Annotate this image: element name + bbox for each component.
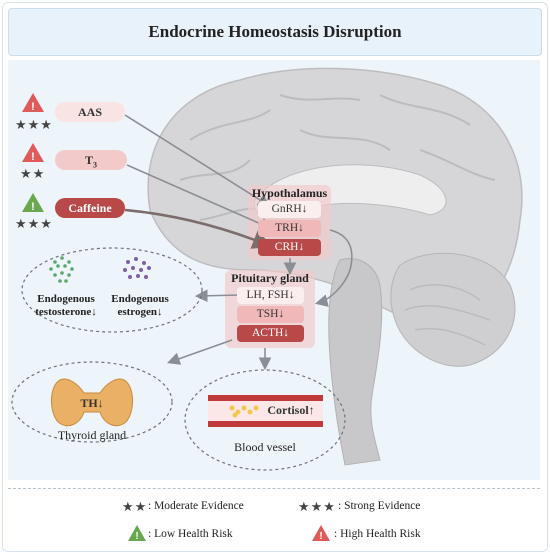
legend-low-risk-icon: ! xyxy=(128,525,146,542)
thyroid-label: Thyroid gland xyxy=(57,428,127,442)
t3-warning-icon: ! xyxy=(22,143,44,163)
tsh-box: TSH↓ xyxy=(237,306,304,323)
thyroid-illustration xyxy=(51,378,133,427)
legend-moderate-stars: ★★ xyxy=(122,499,148,514)
lh-fsh-box: LH, FSH↓ xyxy=(237,287,304,304)
t3-pill: T3 xyxy=(55,150,127,170)
aas-pill: AAS xyxy=(55,102,125,122)
legend-divider xyxy=(8,488,540,489)
legend-low-label: : Low Health Risk xyxy=(148,528,233,540)
testosterone-label: Endogenous testosterone↓ xyxy=(35,293,97,318)
blood-vessel-illustration xyxy=(208,395,323,427)
svg-text:!: ! xyxy=(31,101,35,113)
aas-stars: ★★★ xyxy=(15,117,53,132)
t3-stars: ★★ xyxy=(20,166,46,181)
caffeine-pill: Caffeine xyxy=(55,198,125,218)
legend-strong-label: : Strong Evidence xyxy=(338,500,421,512)
figure-title: Endocrine Homeostasis Disruption xyxy=(8,8,542,56)
svg-text:!: ! xyxy=(319,531,322,542)
caffeine-warning-icon: ! xyxy=(22,193,44,213)
gnrh-box: GnRH↓ xyxy=(258,201,321,218)
svg-text:!: ! xyxy=(31,201,35,213)
pituitary-title: Pituitary gland xyxy=(231,271,309,285)
legend-high-risk-icon: ! xyxy=(312,525,330,542)
estrogen-label: Endogenous estrogen↓ xyxy=(111,293,169,318)
acth-box: ACTH↓ xyxy=(237,325,304,342)
brainstem-shape xyxy=(328,258,383,466)
legend-high-label: : High Health Risk xyxy=(334,528,421,540)
legend-moderate-label: : Moderate Evidence xyxy=(148,500,244,512)
trh-box: TRH↓ xyxy=(258,220,321,237)
cortisol-badge: Cortisol↑ xyxy=(267,403,315,417)
th-badge: TH↓ xyxy=(80,396,104,410)
legend-strong-stars: ★★★ xyxy=(298,499,336,514)
svg-text:!: ! xyxy=(31,151,35,163)
caffeine-stars: ★★★ xyxy=(15,216,53,231)
cerebellum-shape xyxy=(390,252,516,367)
hypothalamus-title: Hypothalamus xyxy=(251,186,328,200)
vessel-label: Blood vessel xyxy=(234,440,296,454)
aas-warning-icon: ! xyxy=(22,93,44,113)
svg-text:!: ! xyxy=(135,531,138,542)
crh-box: CRH↓ xyxy=(258,239,321,256)
